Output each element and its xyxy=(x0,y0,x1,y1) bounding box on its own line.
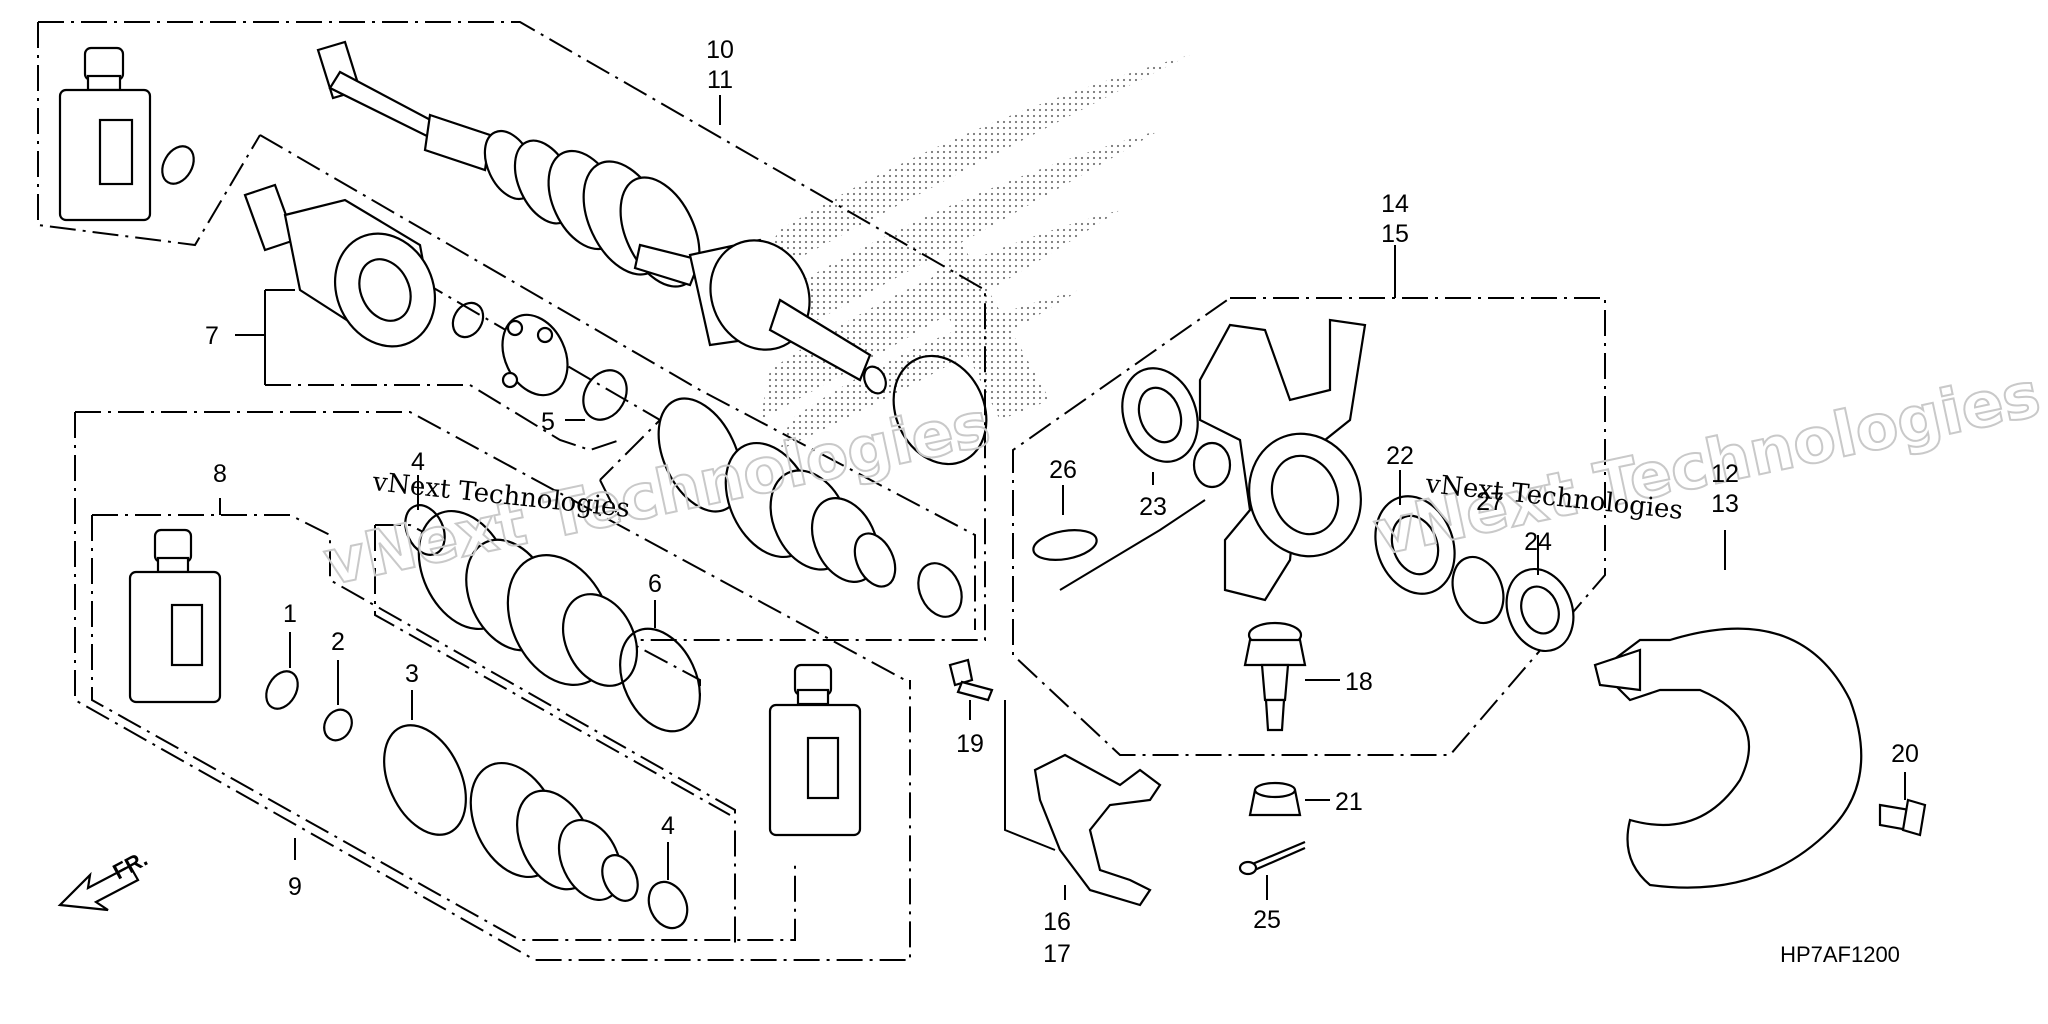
brake-disc-cover-icon xyxy=(1593,627,1863,889)
boot-band-large-icon xyxy=(892,354,988,466)
label-4-upper: 4 xyxy=(411,448,425,476)
front-direction-arrow: FR. xyxy=(57,846,152,912)
label-14: 14 xyxy=(1381,190,1409,218)
snap-ring-26-icon xyxy=(1032,529,1098,561)
inner-cv-joint xyxy=(243,183,437,348)
label-18: 18 xyxy=(1345,668,1373,696)
bolt-20-icon xyxy=(1878,798,1927,837)
circlip-2-icon xyxy=(323,708,353,742)
svg-text:vNext Technologies: vNext Technologies xyxy=(1368,357,2046,569)
circlip-27-icon xyxy=(1451,555,1505,625)
circlip-icon xyxy=(451,301,485,339)
label-9: 9 xyxy=(288,873,302,901)
part-number-labels: 10 11 14 15 7 5 8 4 1 2 3 6 4 9 26 23 22… xyxy=(205,36,1919,968)
label-13: 13 xyxy=(1711,490,1739,518)
grease-bottle-icon xyxy=(58,46,152,222)
boot-lower-icon xyxy=(469,761,639,902)
label-4-lower: 4 xyxy=(661,812,675,840)
boot-band-icon xyxy=(657,397,743,513)
label-26: 26 xyxy=(1049,456,1077,484)
label-1: 1 xyxy=(283,600,297,628)
leader-lines xyxy=(219,95,1906,900)
label-8: 8 xyxy=(213,460,227,488)
boot-icon xyxy=(724,441,897,588)
set-ring-icon xyxy=(582,369,628,421)
bearing-cage-icon xyxy=(501,313,569,397)
dust-seal-24-icon xyxy=(1505,567,1575,653)
snap-ring-1-icon xyxy=(265,670,299,710)
label-21: 21 xyxy=(1335,788,1363,816)
label-2: 2 xyxy=(331,628,345,656)
label-19: 19 xyxy=(956,730,984,758)
bearing-22-icon xyxy=(1374,495,1456,595)
label-11: 11 xyxy=(707,66,733,94)
drive-shaft-assembly xyxy=(316,40,887,395)
boot-band-6-icon xyxy=(619,627,701,733)
label-24: 24 xyxy=(1524,528,1552,556)
boot-clamp-4a-icon xyxy=(404,504,446,556)
label-10: 10 xyxy=(706,36,734,64)
knuckle-icon xyxy=(1192,318,1367,602)
ball-joint-18-icon xyxy=(1243,621,1307,732)
label-15: 15 xyxy=(1381,220,1409,248)
label-12: 12 xyxy=(1711,460,1739,488)
group-knuckle-outline xyxy=(1012,297,1606,756)
label-16: 16 xyxy=(1043,908,1071,936)
grease-bottle-icon-3 xyxy=(768,663,862,837)
label-23: 23 xyxy=(1139,493,1167,521)
castle-nut-21-icon xyxy=(1248,781,1302,817)
label-20: 20 xyxy=(1891,740,1919,768)
snap-ring-icon xyxy=(161,145,195,185)
label-27: 27 xyxy=(1476,488,1504,516)
label-7: 7 xyxy=(205,322,219,350)
oil-seal-23-icon xyxy=(1121,367,1199,463)
diagram-code: HP7AF1200 xyxy=(1780,942,1900,967)
label-25: 25 xyxy=(1253,906,1281,934)
label-22: 22 xyxy=(1386,442,1414,470)
group-boot-kit-outline xyxy=(74,411,911,961)
guard-16-17-icon xyxy=(1033,753,1162,907)
boot-clamp-4b-icon xyxy=(647,880,689,930)
boot-clamp-icon xyxy=(917,562,963,618)
label-5: 5 xyxy=(541,408,555,436)
label-3: 3 xyxy=(405,660,419,688)
grease-bottle-icon-2 xyxy=(128,528,222,704)
label-17: 17 xyxy=(1043,940,1071,968)
boot-band-3-icon xyxy=(383,724,467,836)
boot-mid-icon xyxy=(417,509,638,687)
bolt-19-icon xyxy=(948,658,994,702)
cotter-pin-25-icon xyxy=(1238,840,1306,876)
group-drive-shaft-outline xyxy=(37,21,986,641)
label-6: 6 xyxy=(648,570,662,598)
